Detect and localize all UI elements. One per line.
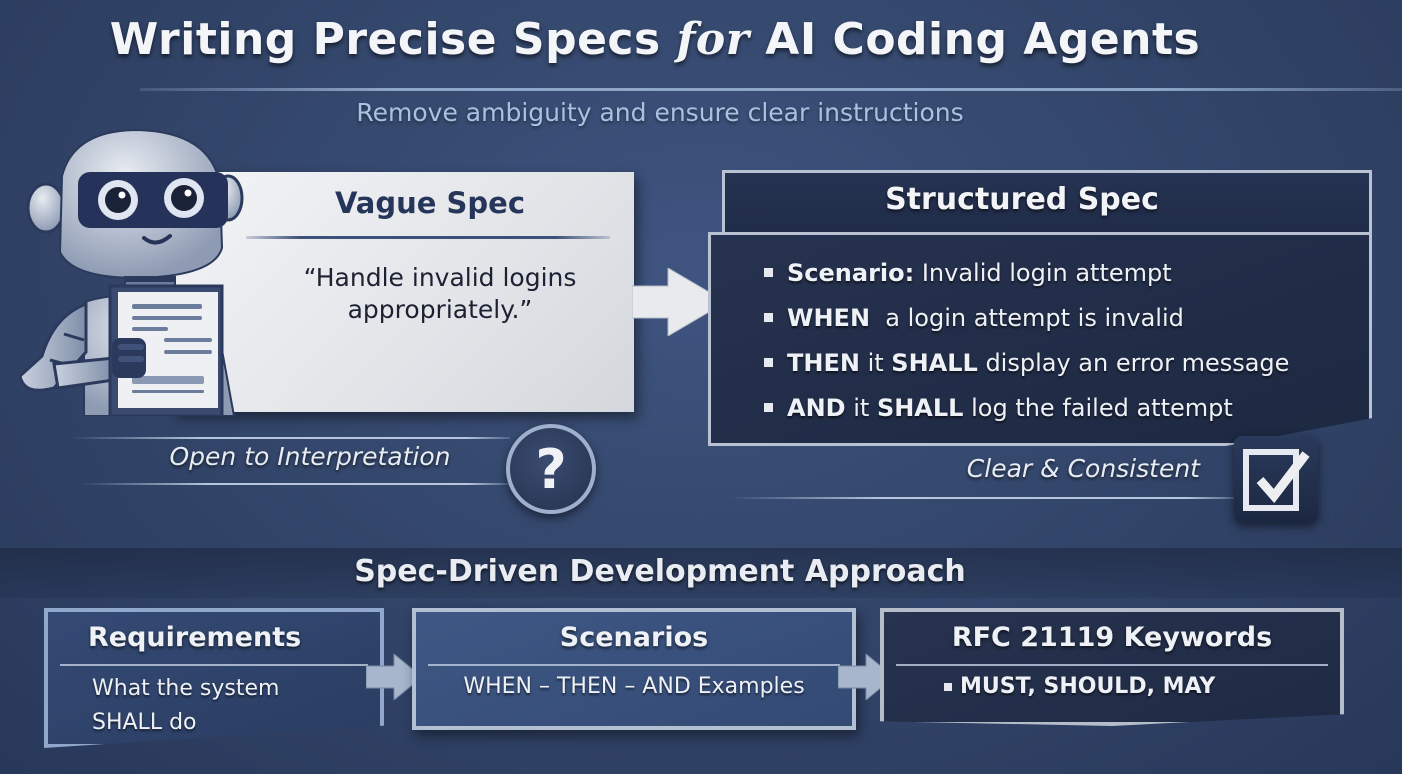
title-text-2: AI Coding Agents [749, 14, 1201, 65]
bullet-icon [764, 403, 773, 412]
robot-icon [18, 128, 244, 416]
title-text-1: Writing Precise Specs [109, 14, 677, 65]
step-divider [896, 664, 1328, 666]
question-mark-icon: ? [506, 424, 596, 514]
structured-spec-card [708, 232, 1372, 446]
item-text: a login attempt is invalid [870, 303, 1184, 332]
step-divider [428, 664, 840, 666]
approach-title: Spec-Driven Development Approach [354, 554, 966, 589]
approach-band [0, 548, 1402, 598]
bullet-icon [944, 682, 952, 691]
structured-caption: Clear & Consistent [966, 454, 1200, 483]
bullet-icon [764, 268, 773, 277]
step-title: Scenarios [559, 622, 709, 653]
caption-line [80, 483, 510, 485]
step-requirements: Requirements What the system SHALL do [44, 608, 384, 748]
arrow-right-icon [632, 268, 727, 336]
item-text: Invalid login attempt [914, 258, 1172, 287]
item-text: display an error message [977, 348, 1290, 377]
arrow-right-icon [366, 654, 422, 700]
keyword: WHEN [787, 303, 871, 332]
step-title: RFC 21119 Keywords [951, 622, 1273, 653]
page-subtitle: Remove ambiguity and ensure clear instru… [356, 98, 964, 127]
checkbox-checked-icon [1234, 436, 1318, 522]
title-emphasis: for [676, 14, 750, 65]
structured-spec-header [722, 170, 1372, 242]
bullet-icon [764, 313, 773, 322]
vague-spec-title: Vague Spec [334, 186, 526, 220]
item-text: it [845, 393, 877, 422]
vague-caption: Open to Interpretation [169, 442, 451, 471]
bullet-icon [764, 358, 773, 367]
list-item: THEN it SHALL display an error message [764, 340, 1364, 385]
keyword: SHALL [891, 348, 978, 377]
list-item: WHEN a login attempt is invalid [764, 295, 1364, 340]
step-rfc-keywords: RFC 21119 Keywords MUST, SHOULD, MAY [880, 608, 1344, 726]
vague-spec-divider [246, 236, 610, 239]
keyword: AND [787, 393, 846, 422]
vague-spec-card [172, 172, 634, 412]
item-text: it [859, 348, 892, 377]
keyword: Scenario: [787, 258, 915, 287]
step-title: Requirements [88, 622, 302, 653]
list-item: AND it SHALL log the failed attempt [764, 385, 1364, 430]
structured-spec-list: Scenario: Invalid login attempt WHEN a l… [764, 250, 1364, 430]
title-divider [140, 88, 1402, 91]
list-item: Scenario: Invalid login attempt [764, 250, 1364, 295]
step-divider [60, 664, 368, 666]
keyword-list: MUST, SHOULD, MAY [960, 674, 1216, 699]
step-description: MUST, SHOULD, MAY [944, 674, 1215, 699]
structured-spec-title: Structured Spec [885, 182, 1159, 217]
keyword: SHALL [876, 393, 964, 422]
step-description: What the system SHALL do [92, 676, 280, 735]
caption-line [70, 437, 510, 439]
step-description: WHEN – THEN – AND Examples [463, 674, 805, 699]
page-title: Writing Precise Specs for AI Coding Agen… [0, 14, 1310, 65]
vague-spec-quote: “Handle invalid logins appropriately.” [303, 263, 577, 324]
step-scenarios: Scenarios WHEN – THEN – AND Examples [412, 608, 856, 730]
caption-line [730, 497, 1238, 499]
keyword: THEN [787, 348, 860, 377]
item-text: log the failed attempt [963, 393, 1233, 422]
